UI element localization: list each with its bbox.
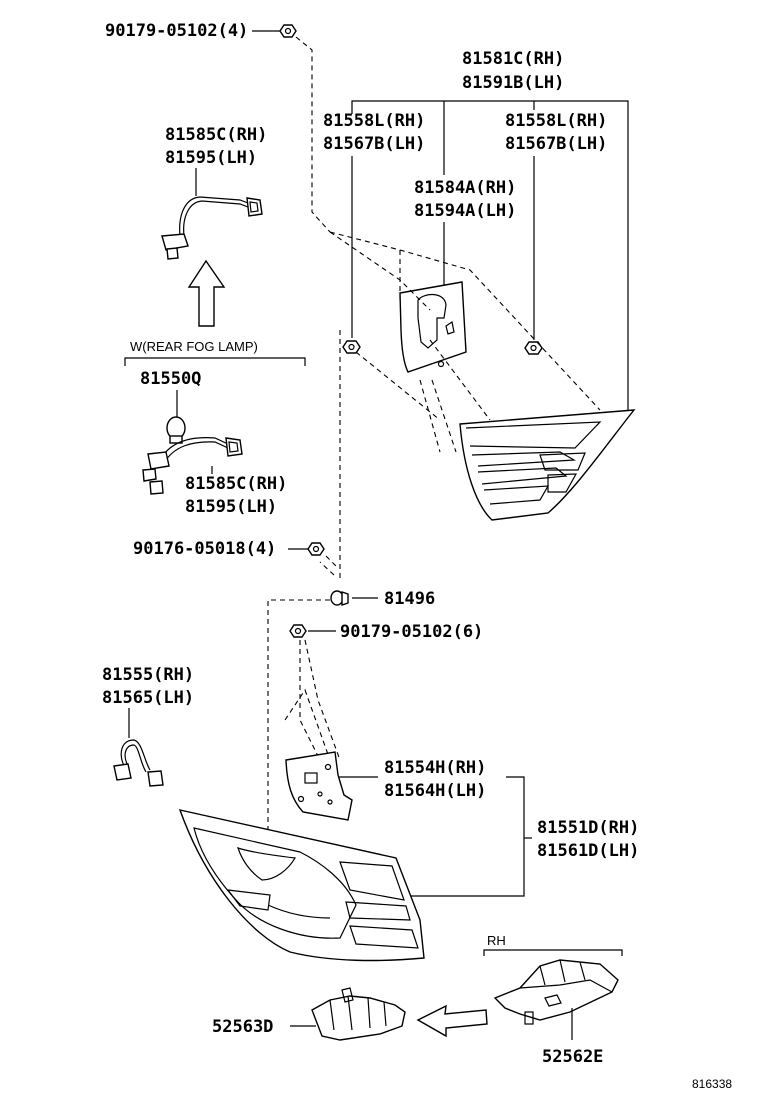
label-socket-fog-rh: 81585C(RH) bbox=[185, 474, 287, 494]
inner-lamp-part bbox=[459, 409, 636, 521]
screw-top-part bbox=[279, 24, 297, 38]
label-screw-top: 90179-05102(4) bbox=[105, 21, 248, 41]
label-socket-top-lh: 81595(LH) bbox=[165, 148, 257, 168]
label-socket-lower-lh: 81565(LH) bbox=[102, 688, 194, 708]
socket-harness-fog-part bbox=[142, 437, 243, 495]
label-nut-right-rh: 81558L(RH) bbox=[505, 111, 607, 131]
bracket-right-part bbox=[493, 959, 619, 1025]
up-arrow-icon bbox=[187, 259, 226, 327]
diagram-id: 816338 bbox=[692, 1077, 732, 1091]
label-socket-top-rh: 81585C(RH) bbox=[165, 125, 267, 145]
label-nut-left-lh: 81567B(LH) bbox=[323, 134, 425, 154]
label-lamp-lh: 81561D(LH) bbox=[537, 841, 639, 861]
nut-right-part bbox=[524, 341, 543, 355]
label-bracket-right: 52562E bbox=[542, 1047, 603, 1067]
label-cover-lower-rh: 81554H(RH) bbox=[384, 758, 486, 778]
label-fog-group: W(REAR FOG LAMP) bbox=[130, 339, 258, 354]
label-nut-left-rh: 81558L(RH) bbox=[323, 111, 425, 131]
label-screw-lower: 90179-05102(6) bbox=[340, 622, 483, 642]
label-cover-rh: 81584A(RH) bbox=[414, 178, 516, 198]
clip-part bbox=[330, 590, 349, 606]
label-lamp-rh: 81551D(RH) bbox=[537, 818, 639, 838]
screw-mid-part bbox=[307, 542, 325, 556]
label-bracket-group: RH bbox=[487, 933, 506, 948]
label-socket-fog-lh: 81595(LH) bbox=[185, 497, 277, 517]
label-bracket-left: 52563D bbox=[212, 1017, 273, 1037]
socket-harness-top-part bbox=[161, 196, 263, 260]
outer-lamp-part bbox=[178, 809, 425, 962]
label-assy-rh: 81581C(RH) bbox=[462, 49, 564, 69]
label-assy-lh: 81591B(LH) bbox=[462, 73, 564, 93]
label-bulb: 81550Q bbox=[140, 369, 201, 389]
lower-cover-plate-part bbox=[285, 751, 353, 821]
label-cover-lower-lh: 81564H(LH) bbox=[384, 781, 486, 801]
label-nut-right-lh: 81567B(LH) bbox=[505, 134, 607, 154]
socket-harness-lower-part bbox=[113, 739, 164, 787]
label-cover-lh: 81594A(LH) bbox=[414, 201, 516, 221]
label-clip: 81496 bbox=[384, 589, 435, 609]
cover-plate-part bbox=[399, 281, 467, 373]
screw-lower-part bbox=[289, 624, 307, 638]
bulb-part bbox=[166, 416, 186, 444]
label-screw-mid: 90176-05018(4) bbox=[133, 539, 276, 559]
nut-left-part bbox=[342, 340, 361, 354]
left-arrow-icon bbox=[416, 1004, 488, 1038]
bracket-left-part bbox=[311, 987, 406, 1041]
label-socket-lower-rh: 81555(RH) bbox=[102, 665, 194, 685]
